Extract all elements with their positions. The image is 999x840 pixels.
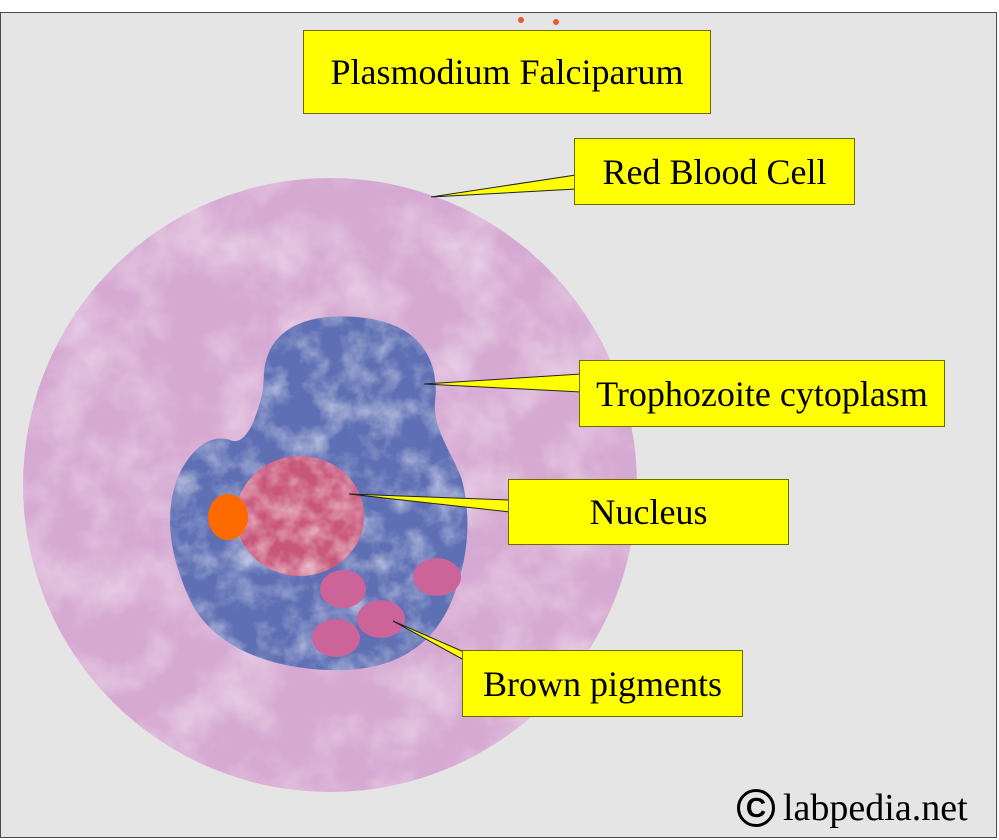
top-mark <box>518 17 524 23</box>
pigment-granule <box>413 558 461 596</box>
top-mark <box>553 19 559 25</box>
label-brown-pigments: Brown pigments <box>462 650 743 717</box>
chromatin-dot <box>208 494 248 540</box>
watermark: C labpedia.net <box>737 782 968 834</box>
rbc-callout-pointer <box>430 174 577 198</box>
label-trophozoite-cytoplasm: Trophozoite cytoplasm <box>579 360 945 427</box>
label-nucleus: Nucleus <box>508 479 789 545</box>
nucleus <box>236 456 364 576</box>
pigment-granule <box>312 619 360 657</box>
brown-pigments <box>312 558 461 657</box>
label-red-blood-cell: Red Blood Cell <box>574 138 855 205</box>
copyright-icon: C <box>737 789 775 827</box>
watermark-text: labpedia.net <box>783 787 968 829</box>
diagram-title: Plasmodium Falciparum <box>303 30 711 114</box>
pigment-granule <box>320 570 366 608</box>
pigment-granule <box>357 600 405 638</box>
